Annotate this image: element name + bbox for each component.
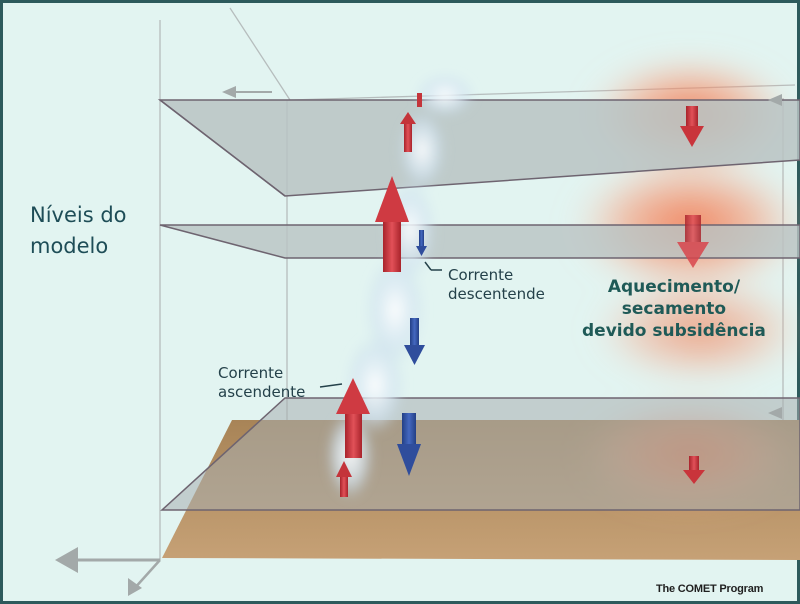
model-level-bottom xyxy=(160,397,800,511)
model-level-middle xyxy=(159,224,800,259)
downdraft-arrows xyxy=(397,230,427,476)
updraft-label: Corrente ascendente xyxy=(218,364,305,402)
downdraft-arrow-medium xyxy=(404,318,425,365)
warming-line-3: devido subsidência xyxy=(582,321,766,341)
updraft-arrow-tiny-top xyxy=(417,93,422,107)
downdraft-arrow-small xyxy=(416,230,427,256)
warming-line-1: Aquecimento/ xyxy=(607,277,741,297)
updraft-arrows xyxy=(336,93,422,497)
model-levels-line-1: Níveis do xyxy=(30,203,127,227)
updraft-arrow-large-lower xyxy=(336,378,370,458)
model-levels-line-2: modelo xyxy=(30,234,109,258)
downdraft-arrow-large xyxy=(397,413,421,476)
model-levels-label: Níveis do modelo xyxy=(30,200,127,262)
downdraft-label: Corrente descentende xyxy=(448,266,545,304)
updraft-line-2: ascendente xyxy=(218,383,306,401)
downdraft-line-1: Corrente xyxy=(448,266,514,284)
subsidence-arrow-middle xyxy=(677,215,709,268)
warming-line-2: secamento xyxy=(621,299,727,319)
updraft-arrow-small-bottom xyxy=(336,461,352,497)
subsidence-arrow-bottom xyxy=(683,456,705,484)
credit-text: The COMET Program xyxy=(656,583,764,595)
subsidence-arrows xyxy=(677,106,709,484)
updraft-line-1: Corrente xyxy=(218,364,284,382)
leader-lines xyxy=(319,261,442,388)
subsidence-arrow-top xyxy=(680,106,704,147)
updraft-arrow-small-top xyxy=(400,112,416,152)
warming-label: Aquecimento/ secamento devido subsidênci… xyxy=(582,276,766,342)
axis-arrows xyxy=(55,86,782,596)
downdraft-line-2: descentende xyxy=(448,285,545,303)
downdraft-leader-line xyxy=(424,261,432,271)
updraft-leader-line xyxy=(319,383,343,388)
updraft-arrow-large-middle xyxy=(375,176,409,272)
model-level-top xyxy=(157,99,800,197)
